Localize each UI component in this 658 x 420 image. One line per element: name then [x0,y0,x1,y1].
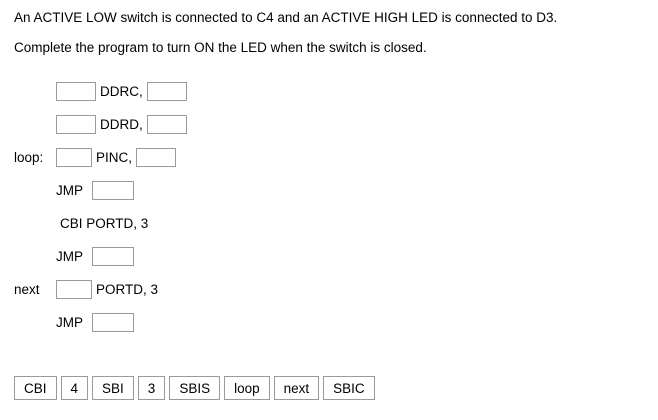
code-text-pinc: PINC, [96,150,133,165]
token-sbic[interactable]: SBIC [323,376,375,400]
answer-blank-jmp-2-target[interactable] [92,247,134,266]
code-mnemonic-jmp-3: JMP [56,315,83,330]
code-label-next: next [14,282,40,297]
code-text-ddrc: DDRC, [100,84,143,99]
answer-blank-jmp-3-target[interactable] [92,313,134,332]
code-line-jmp-2: JMP [14,245,187,268]
answer-token-bank: CBI 4 SBI 3 SBIS loop next SBIC [14,376,379,400]
prompt-line-1: An ACTIVE LOW switch is connected to C4 … [14,10,558,25]
code-text-cbi-portd: CBI PORTD, 3 [60,216,149,231]
token-sbi[interactable]: SBI [92,376,134,400]
answer-blank-ddrc-mnemonic[interactable] [56,82,96,101]
token-3[interactable]: 3 [137,376,166,400]
answer-blank-ddrd-mnemonic[interactable] [56,115,96,134]
code-block: DDRC, DDRD, loop: PINC, JMP CBI PORTD, 3 [14,80,187,344]
code-label-loop: loop: [14,150,44,165]
code-mnemonic-jmp-2: JMP [56,249,83,264]
token-4[interactable]: 4 [60,376,89,400]
token-loop[interactable]: loop [224,376,270,400]
token-next[interactable]: next [273,376,320,400]
token-cbi[interactable]: CBI [14,376,57,400]
token-sbis[interactable]: SBIS [169,376,221,400]
code-line-ddrc: DDRC, [14,80,187,103]
prompt-line-2: Complete the program to turn ON the LED … [14,40,427,56]
code-text-portd-3: PORTD, 3 [96,282,159,297]
code-line-loop: loop: PINC, [14,146,187,169]
code-line-ddrd: DDRD, [14,113,187,136]
answer-blank-ddrd-operand[interactable] [146,115,187,134]
answer-blank-pinc-operand[interactable] [136,148,177,167]
answer-blank-pinc-mnemonic[interactable] [56,148,92,167]
code-mnemonic-jmp-1: JMP [56,183,83,198]
answer-blank-next-mnemonic[interactable] [56,280,92,299]
code-line-next: next PORTD, 3 [14,278,187,301]
code-line-jmp-3: JMP [14,311,187,334]
answer-blank-ddrc-operand[interactable] [146,82,187,101]
question-prompt: An ACTIVE LOW switch is connected to C4 … [14,8,644,69]
code-text-ddrd: DDRD, [100,117,143,132]
code-line-cbi-portd: CBI PORTD, 3 [14,212,187,235]
answer-blank-jmp-1-target[interactable] [92,181,134,200]
code-line-jmp-1: JMP [14,179,187,202]
